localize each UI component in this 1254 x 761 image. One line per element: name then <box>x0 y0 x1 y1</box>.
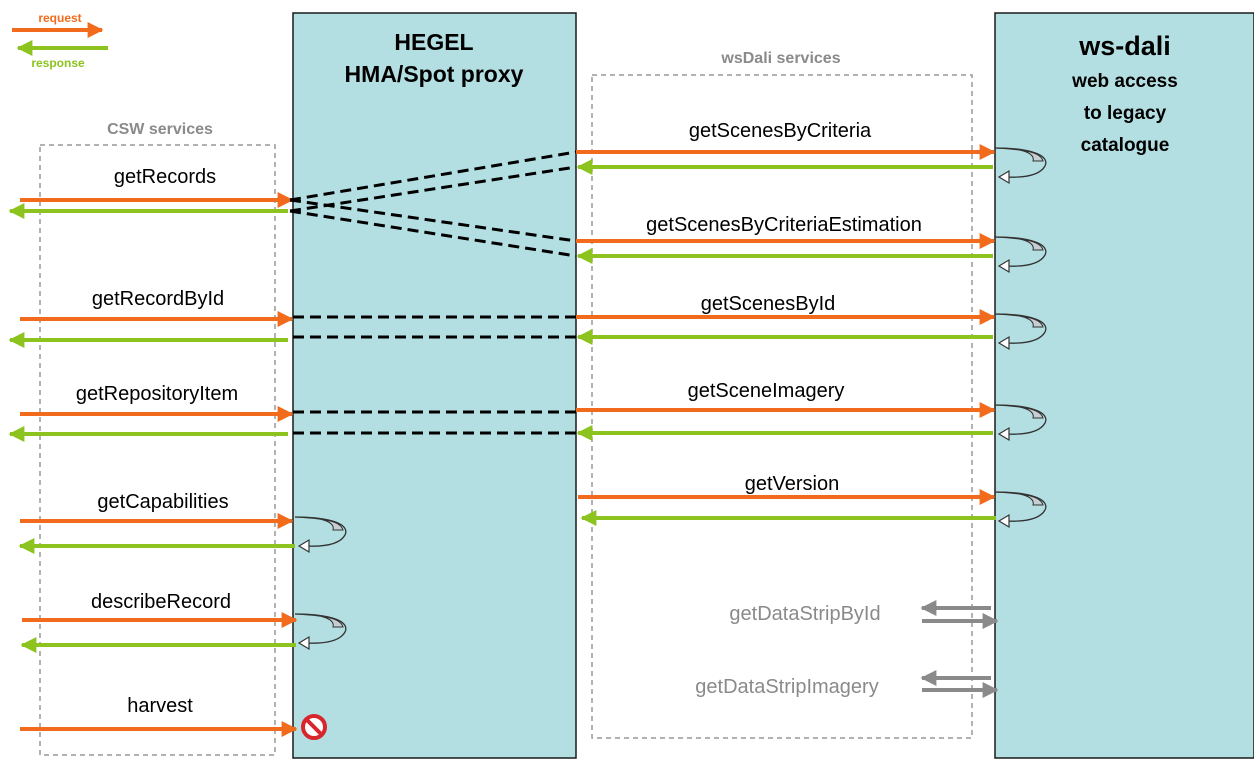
no-entry-icon <box>301 714 327 740</box>
op-getversion-label: getVersion <box>745 473 840 495</box>
op-getdatastripbyid-label: getDataStripById <box>729 603 880 625</box>
mapping-connectors <box>289 150 577 435</box>
self-loop-arrow-icon <box>994 491 1047 529</box>
op-harvest-label: harvest <box>127 695 193 717</box>
op-getscenesbycriteriaestimation-label: getScenesByCriteriaEstimation <box>646 214 922 236</box>
wsdali-title: ws-dali <box>1078 31 1171 61</box>
getrecords-to-getscenesbycriteria-request <box>289 150 577 202</box>
op-getrepositoryitem-label: getRepositoryItem <box>76 383 238 405</box>
self-loop-arrow-icon <box>994 147 1047 185</box>
proxy-column <box>292 12 577 759</box>
legend: request response <box>12 11 108 70</box>
legend-request-label: request <box>38 11 81 25</box>
getrecords-to-getscenesbycriteria-response <box>289 165 577 213</box>
self-loop-arrow-icon <box>994 236 1047 274</box>
op-getcapabilities-label: getCapabilities <box>97 491 228 513</box>
self-loop-arrow-icon <box>994 404 1047 442</box>
wsdali-subtitle-line3: catalogue <box>1081 135 1170 156</box>
op-getdatastripimagery-label: getDataStripImagery <box>695 676 878 698</box>
getrecords-to-estimation-response <box>289 209 577 258</box>
wsdali-subtitle-line1: web access <box>1071 71 1178 92</box>
self-loops <box>294 147 1047 651</box>
proxy-title-line2: HMA/Spot proxy <box>345 61 524 87</box>
self-loop-arrow-icon <box>294 516 347 554</box>
wsdali-subtitle-line2: to legacy <box>1084 103 1167 124</box>
self-loop-arrow-icon <box>994 313 1047 351</box>
op-getscenesbycriteria-label: getScenesByCriteria <box>689 120 872 142</box>
legend-response-label: response <box>31 56 85 70</box>
op-describerecord-label: describeRecord <box>91 591 231 613</box>
op-getrecords-label: getRecords <box>114 166 216 188</box>
op-getrecordbyid-label: getRecordById <box>92 288 224 310</box>
wsdali-services-label: wsDali services <box>720 50 840 67</box>
self-loop-arrow-icon <box>294 613 347 651</box>
wsdali-arrows <box>576 144 999 698</box>
csw-arrows <box>8 192 298 737</box>
csw-services-label: CSW services <box>107 121 213 138</box>
wsdali-services-group <box>591 74 973 739</box>
op-getscenesbyid-label: getScenesById <box>701 293 836 315</box>
op-getsceneimagery-label: getSceneImagery <box>688 380 845 402</box>
getrecords-to-estimation-request <box>289 198 577 243</box>
proxy-title-line1: HEGEL <box>394 29 473 55</box>
wsdali-column <box>994 12 1254 759</box>
csw-services-group <box>39 144 276 756</box>
